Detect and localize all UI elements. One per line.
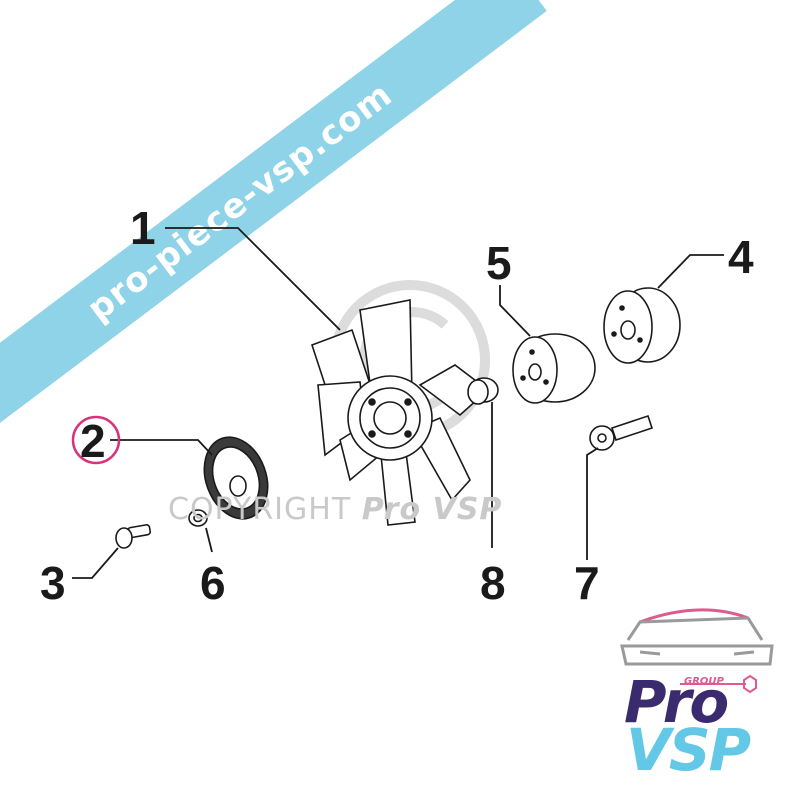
copyright-watermark: COPYRIGHT Pro VSP <box>168 492 502 527</box>
washer <box>188 509 208 527</box>
callout-7: 7 <box>574 557 600 609</box>
leader-line-5 <box>499 285 531 337</box>
copyright-brand: Pro VSP <box>361 492 503 527</box>
callout-5: 5 <box>486 237 512 289</box>
pulley-small <box>512 333 596 404</box>
leader-line-7 <box>586 447 599 560</box>
logo-group-text: GROUP <box>684 676 724 687</box>
highlight-circle <box>71 415 121 465</box>
car-logo-icon <box>620 608 774 694</box>
bolt-short <box>115 524 152 549</box>
leader-line-1 <box>165 227 341 331</box>
socket-head-bolt <box>589 414 654 451</box>
copyright-prefix: COPYRIGHT <box>168 492 352 527</box>
leader-line-2 <box>110 439 213 456</box>
leader-lines <box>72 227 724 579</box>
fan-spacer-plate <box>203 436 269 520</box>
callout-3: 3 <box>40 557 66 609</box>
callout-8: 8 <box>480 557 506 609</box>
fan-blade-assembly <box>311 299 490 526</box>
callout-1: 1 <box>130 202 156 254</box>
callout-2: 2 <box>80 415 106 467</box>
bushing <box>467 377 499 405</box>
callout-4: 4 <box>728 231 754 283</box>
callout-6: 6 <box>200 557 226 609</box>
leader-line-6 <box>205 527 213 553</box>
logo-vsp-text: VSP <box>626 716 751 784</box>
leader-line-4 <box>657 254 724 289</box>
logo-pro-text: Pro <box>624 668 729 736</box>
leader-line-3 <box>72 547 119 579</box>
pulley-large <box>603 287 681 364</box>
